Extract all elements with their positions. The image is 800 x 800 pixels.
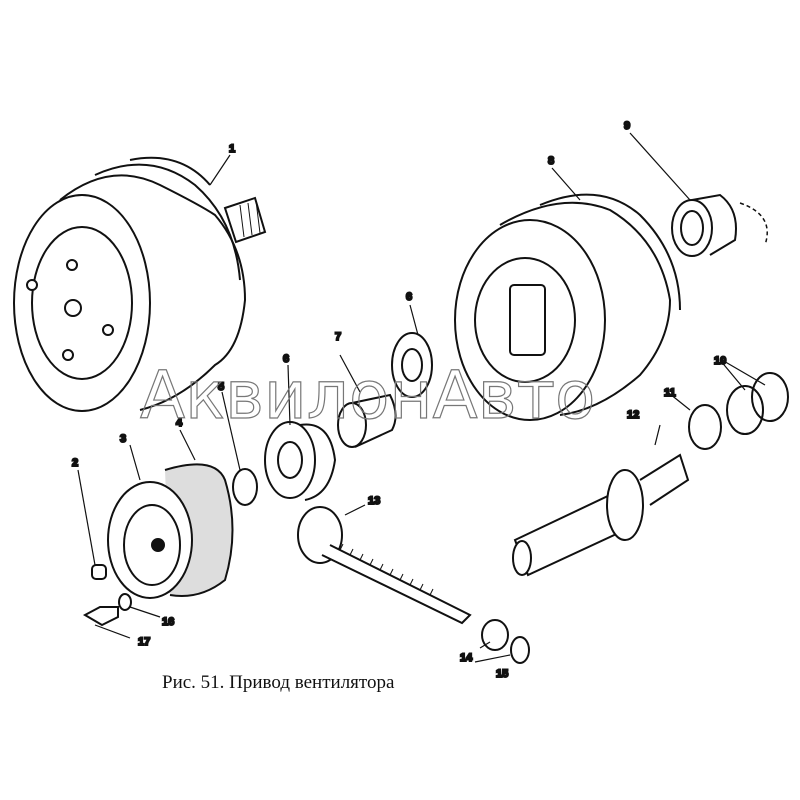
part-6-bearing — [264, 332, 433, 501]
callout-1: 1 — [229, 143, 235, 155]
part-8-pulley — [454, 193, 681, 421]
part-17-bolt — [82, 606, 119, 627]
part-13-knob-screw — [297, 506, 472, 625]
callout-2: 2 — [72, 457, 78, 469]
part-3-housing — [107, 463, 234, 599]
part-12-shaft — [512, 453, 690, 577]
callout-labels: 1 2 3 4 5 6 6 7 8 9 10 11 12 13 14 15 16… — [71, 119, 727, 681]
part-5-ring — [232, 468, 258, 506]
callout-11: 11 — [664, 387, 676, 399]
callout-9: 9 — [624, 120, 630, 132]
callout-15: 15 — [496, 668, 508, 680]
callout-12: 12 — [627, 409, 639, 421]
callout-8: 8 — [548, 155, 554, 167]
callout-3: 3 — [120, 433, 126, 445]
callout-16: 16 — [162, 616, 174, 628]
callout-7: 7 — [335, 331, 341, 343]
callout-17: 17 — [138, 636, 150, 648]
callout-14: 14 — [460, 652, 473, 664]
part-15-washer — [510, 636, 530, 664]
part-9-bearing — [671, 193, 768, 257]
part-11-washer — [688, 404, 722, 450]
part-1-pulley — [13, 156, 267, 412]
callout-13: 13 — [368, 495, 380, 507]
part-16-washer — [118, 593, 132, 611]
callout-4: 4 — [176, 417, 183, 429]
part-14-nut — [481, 619, 509, 651]
callout-6a: 6 — [283, 353, 289, 365]
watermark: АквилонАвто — [140, 357, 595, 434]
part-2-nut — [91, 564, 107, 580]
callout-10: 10 — [714, 355, 726, 367]
part-7-bushing — [337, 393, 397, 448]
leader-lines — [77, 132, 766, 663]
part-10-nuts — [726, 385, 764, 435]
callout-6b: 6 — [406, 291, 412, 303]
callout-5: 5 — [218, 381, 224, 393]
figure-caption: Рис. 51. Привод вентилятора — [162, 672, 395, 693]
